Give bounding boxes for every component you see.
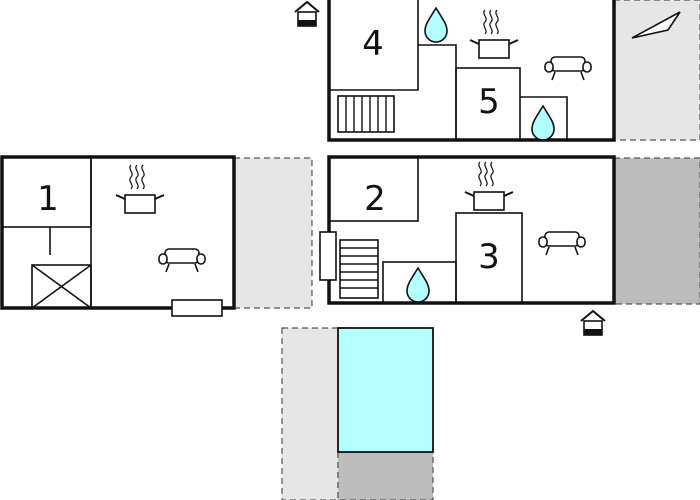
sofa-icon (538, 231, 586, 256)
building-middle (319, 155, 616, 305)
terrace-right (613, 157, 700, 305)
terrace-pool-side (281, 327, 339, 500)
kitchen-pot-icon (464, 161, 514, 211)
stairs-icon (339, 239, 379, 299)
radiator-icon (171, 299, 223, 317)
kitchen-pot-icon (115, 164, 165, 214)
room-label-5: 5 (478, 82, 500, 122)
house-entrance-icon (294, 1, 320, 27)
building-top (327, 0, 681, 142)
room-label-3: 3 (478, 237, 500, 277)
room-label-4: 4 (362, 24, 384, 64)
radiator-icon (319, 231, 337, 281)
terrace-left (233, 157, 313, 309)
stairs-icon (337, 95, 395, 133)
pool-deck (337, 451, 434, 500)
water-drop-icon (406, 267, 430, 303)
swimming-pool (337, 327, 434, 453)
kitchen-pot-icon (469, 9, 519, 59)
triangle-icon (631, 11, 681, 39)
water-drop-icon (531, 105, 555, 141)
sofa-icon (544, 56, 592, 81)
water-drop-icon (424, 7, 448, 43)
sofa-icon (158, 248, 206, 273)
room-label-2: 2 (364, 179, 386, 219)
house-entrance-icon (580, 310, 606, 336)
room-label-1: 1 (37, 179, 59, 219)
building-left (0, 155, 236, 317)
terrace-top-right (613, 0, 700, 141)
terrace-areas (233, 0, 700, 500)
